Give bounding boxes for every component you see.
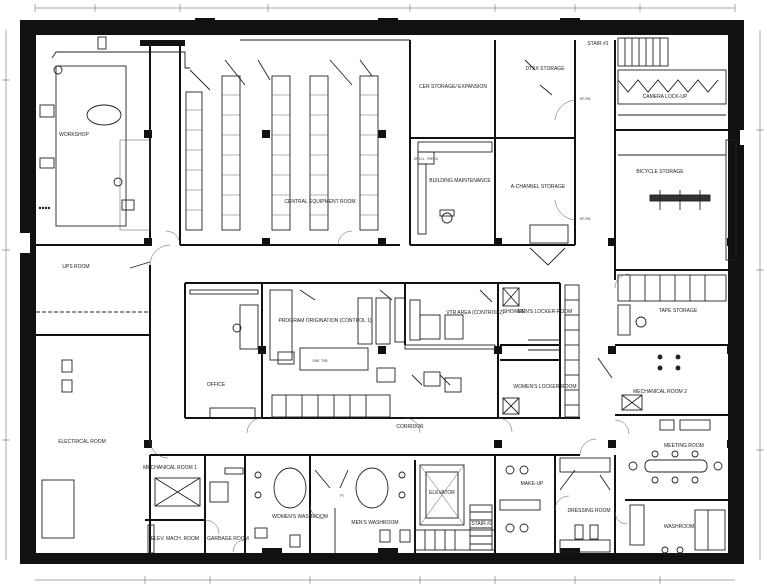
bicycle-storage-fixtures	[618, 139, 737, 261]
label-womens-washroom: WOMEN'S WASHROOM	[272, 514, 328, 520]
label-a-channel-storage: A-CHANNEL STORAGE	[511, 184, 566, 190]
label-bicycle-storage: BICYCLE STORAGE	[636, 169, 684, 175]
washroom-fixtures	[224, 467, 411, 555]
dimension-lines	[2, 4, 764, 584]
storage-fixtures	[417, 59, 576, 266]
label-mens-locker: MEN'S LOCKER-ROOM	[518, 309, 573, 315]
elevator-fixtures	[414, 464, 496, 551]
label-tape-storage: TAPE STORAGE	[659, 308, 698, 314]
office-fixtures	[189, 289, 259, 419]
label-cer-storage: CER STORAGE/ EXPANSION	[419, 84, 487, 90]
label-vtr-area: VTR AREA (CONTROL 2)	[446, 310, 504, 316]
label-dressing-room: DRESSING ROOM	[567, 508, 610, 514]
meeting-room-fixtures	[628, 419, 723, 484]
label-shower: SHOWER	[503, 309, 526, 315]
label-up-dn-1: UP/DN	[580, 97, 591, 102]
label-stair-2: STAIR #2	[471, 521, 493, 527]
door-swings	[149, 230, 630, 553]
label-program-origination: PROGRAM ORIGINATION (CONTROL 1)	[278, 318, 371, 324]
label-office: OFFICE	[207, 382, 226, 388]
structural-columns	[140, 18, 735, 556]
label-drill-press: DRILL PRESS	[414, 158, 438, 162]
label-mechanical-1: MECHANICAL ROOM 1	[143, 465, 197, 471]
mechanical-2-fixtures	[597, 354, 681, 411]
label-workshop: WORKSHOP	[59, 132, 89, 138]
tape-storage-fixtures	[617, 274, 727, 336]
workshop-fixtures	[38, 36, 190, 231]
label-dnr-tub: DNR TUB	[312, 360, 328, 364]
make-up-fixtures	[499, 457, 611, 553]
label-up-dn-2: UP/DN	[580, 217, 591, 222]
label-electrical-room: ELECTRICAL ROOM	[58, 439, 106, 445]
label-mechanical-2: MECHANICAL ROOM 2	[633, 389, 687, 395]
electrical-fixtures	[36, 261, 151, 539]
label-stair-1: STAIR #1	[587, 41, 609, 47]
label-washroom: WASHROOM	[664, 524, 694, 530]
label-meeting-room: MEETING ROOM	[664, 443, 704, 449]
interior-walls	[36, 40, 728, 555]
label-camera-lockup: CAMERA LOCK-UP	[643, 94, 688, 100]
vtr-fixtures	[404, 289, 496, 350]
camera-lockup-fixtures	[617, 69, 727, 116]
label-womens-locker: WOMEN'S LOCKER-ROOM	[513, 384, 576, 390]
label-elevator: ELEVATOR	[429, 490, 455, 496]
label-dtxx-storage: DTXX STORAGE	[525, 66, 565, 72]
equipment-racks	[185, 39, 410, 231]
label-pt: PT	[340, 495, 345, 499]
label-corridor: CORRIDOR	[396, 424, 424, 430]
locker-fixtures	[502, 284, 580, 418]
mechanical-1-fixtures	[147, 477, 229, 554]
label-ups-room: UPS ROOM	[62, 264, 89, 270]
label-make-up: MAKE-UP	[521, 481, 544, 487]
label-mens-washroom: MEN'S WASHROOM	[351, 520, 398, 526]
control-1-fixtures	[269, 289, 462, 418]
label-building-maintenance: BUILDING MAINTENANCE	[429, 178, 491, 184]
label-elev-mach-room: ELEV. MACH. ROOM	[151, 536, 199, 542]
label-garbage-room: GARBAGE ROOM	[207, 536, 249, 542]
label-central-equipment: CENTRAL EQUIPMENT ROOM	[284, 199, 355, 205]
room-labels: WORKSHOP CENTRAL EQUIPMENT ROOM CER STOR…	[58, 41, 704, 542]
washroom-east-fixtures	[629, 504, 726, 554]
stair-1	[617, 37, 669, 67]
rack-divisions	[186, 94, 378, 216]
